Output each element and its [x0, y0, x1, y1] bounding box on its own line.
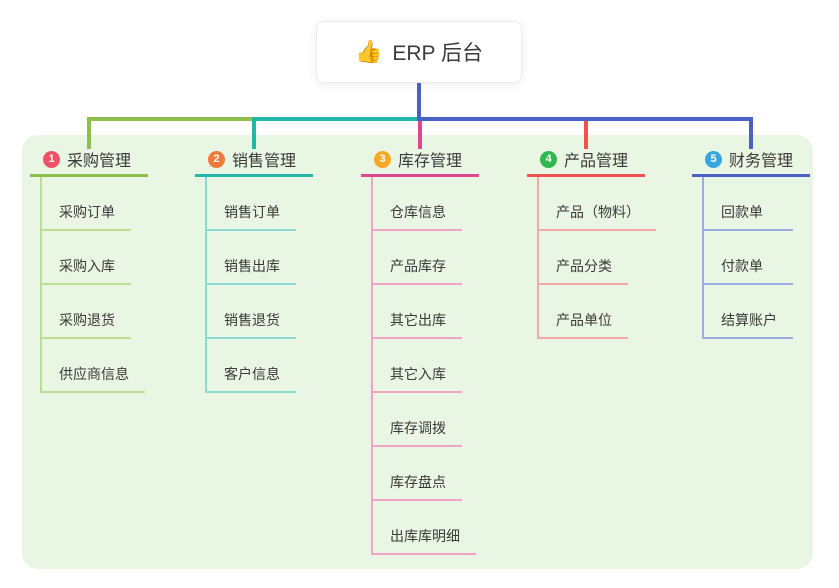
branch-title-label: 销售管理 — [232, 153, 297, 170]
branch-title-label: 财务管理 — [729, 153, 794, 170]
branch-销售管理: 2 销售管理 销售订单销售出库销售退货客户信息 — [195, 148, 313, 393]
child-node[interactable]: 回款单 — [704, 177, 793, 231]
branch-number-badge: 1 — [43, 150, 60, 168]
branch-title[interactable]: 3 库存管理 — [361, 148, 479, 177]
root-node[interactable]: 👍 ERP 后台 — [316, 21, 522, 83]
child-node[interactable]: 其它出库 — [373, 285, 462, 339]
child-node[interactable]: 销售出库 — [207, 231, 296, 285]
child-node[interactable]: 销售退货 — [207, 285, 296, 339]
child-node[interactable]: 采购退货 — [42, 285, 131, 339]
child-node[interactable]: 仓库信息 — [373, 177, 462, 231]
branch-children: 回款单付款单结算账户 — [702, 177, 793, 339]
child-node[interactable]: 出库库明细 — [373, 501, 476, 555]
branch-number-badge: 5 — [705, 150, 722, 168]
child-node[interactable]: 客户信息 — [207, 339, 296, 393]
branch-title[interactable]: 4 产品管理 — [527, 148, 645, 177]
child-node[interactable]: 库存调拨 — [373, 393, 462, 447]
child-node[interactable]: 产品分类 — [539, 231, 628, 285]
child-node[interactable]: 产品单位 — [539, 285, 628, 339]
branch-children: 采购订单采购入库采购退货供应商信息 — [40, 177, 145, 393]
branch-children: 产品（物料）产品分类产品单位 — [537, 177, 656, 339]
child-node[interactable]: 供应商信息 — [42, 339, 145, 393]
branch-title[interactable]: 5 财务管理 — [692, 148, 810, 177]
thumbs-up-icon: 👍 — [354, 39, 383, 64]
branch-number-badge: 2 — [208, 150, 225, 168]
branch-number-badge: 4 — [540, 150, 557, 168]
root-node-label: ERP 后台 — [392, 42, 484, 65]
child-node[interactable]: 其它入库 — [373, 339, 462, 393]
child-node[interactable]: 库存盘点 — [373, 447, 462, 501]
mindmap-canvas — [22, 135, 813, 569]
branch-财务管理: 5 财务管理 回款单付款单结算账户 — [692, 148, 810, 339]
branch-title[interactable]: 1 采购管理 — [30, 148, 148, 177]
child-node[interactable]: 付款单 — [704, 231, 793, 285]
child-node[interactable]: 产品（物料） — [539, 177, 656, 231]
branch-采购管理: 1 采购管理 采购订单采购入库采购退货供应商信息 — [30, 148, 148, 393]
child-node[interactable]: 销售订单 — [207, 177, 296, 231]
child-node[interactable]: 产品库存 — [373, 231, 462, 285]
child-node[interactable]: 结算账户 — [704, 285, 793, 339]
branch-title-label: 库存管理 — [398, 153, 463, 170]
branch-title[interactable]: 2 销售管理 — [195, 148, 313, 177]
branch-产品管理: 4 产品管理 产品（物料）产品分类产品单位 — [527, 148, 656, 339]
child-node[interactable]: 采购入库 — [42, 231, 131, 285]
branch-children: 仓库信息产品库存其它出库其它入库库存调拨库存盘点出库库明细 — [371, 177, 476, 555]
branch-库存管理: 3 库存管理 仓库信息产品库存其它出库其它入库库存调拨库存盘点出库库明细 — [361, 148, 479, 555]
branch-number-badge: 3 — [374, 150, 391, 168]
branch-title-label: 产品管理 — [564, 153, 629, 170]
branch-title-label: 采购管理 — [67, 153, 132, 170]
branch-children: 销售订单销售出库销售退货客户信息 — [205, 177, 296, 393]
child-node[interactable]: 采购订单 — [42, 177, 131, 231]
